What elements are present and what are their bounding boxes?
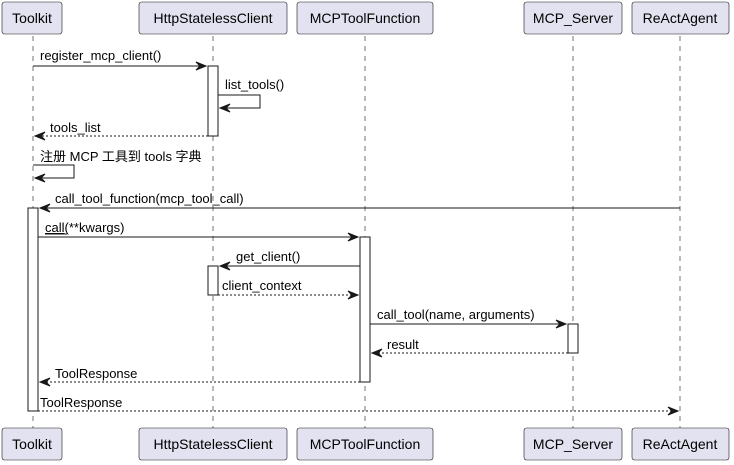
activation-httpstatelessclient-1 [207, 65, 219, 137]
participant-mcptoolfunction-top-label: MCPToolFunction [310, 10, 421, 26]
participant-reactagent-bottom-label: ReActAgent [643, 436, 718, 452]
message-call-kwargs-label-suffix: (**kwargs) [65, 220, 125, 235]
message-call-kwargs-label: call(**kwargs) [45, 220, 124, 235]
participant-httpstatelessclient-top-label: HttpStatelessClient [153, 10, 272, 26]
participant-httpstatelessclient-bottom: HttpStatelessClient [138, 427, 288, 461]
participant-mcp-server-bottom: MCP_Server [523, 427, 623, 461]
participant-toolkit-top-label: Toolkit [12, 10, 52, 26]
message-tools-list: tools_list [33, 120, 208, 141]
message-register-mcp-client-label: register_mcp_client() [40, 48, 161, 63]
participant-reactagent-top-label: ReActAgent [643, 10, 718, 26]
message-call-tool-function-label: call_tool_function(mcp_tool_call) [55, 191, 244, 206]
participant-reactagent-bottom: ReActAgent [631, 427, 730, 461]
participant-mcp-server-top-label: MCP_Server [533, 10, 613, 26]
activation-mcp-server [567, 323, 579, 354]
participant-mcptoolfunction-bottom: MCPToolFunction [296, 427, 434, 461]
message-call-tool-function: call_tool_function(mcp_tool_call) [38, 191, 680, 213]
message-toolresponse-to-toolkit-label: ToolResponse [55, 366, 137, 381]
message-call-tool: call_tool(name, arguments) [370, 307, 568, 329]
participant-reactagent-top: ReActAgent [631, 1, 730, 35]
message-register-tools-dict: 注册 MCP 工具到 tools 字典 [33, 149, 202, 183]
message-register-mcp-client: register_mcp_client() [33, 48, 208, 71]
participant-httpstatelessclient-bottom-label: HttpStatelessClient [153, 436, 272, 452]
participant-mcp-server-bottom-label: MCP_Server [533, 436, 613, 452]
message-toolresponse-to-agent: ToolResponse [38, 395, 680, 416]
message-list-tools-label: list_tools() [225, 77, 284, 92]
message-client-context-label: client_context [222, 278, 302, 293]
activation-toolkit [27, 207, 39, 412]
participant-mcptoolfunction-bottom-label: MCPToolFunction [310, 436, 421, 452]
message-get-client: get_client() [218, 249, 360, 271]
message-client-context: client_context [218, 278, 360, 300]
participant-mcptoolfunction-top: MCPToolFunction [296, 1, 434, 35]
message-call-kwargs: call(**kwargs) [38, 220, 360, 242]
message-toolresponse-to-agent-label: ToolResponse [40, 395, 122, 410]
message-call-tool-label: call_tool(name, arguments) [377, 307, 535, 322]
message-register-tools-dict-label: 注册 MCP 工具到 tools 字典 [40, 149, 202, 164]
message-toolresponse-to-toolkit: ToolResponse [38, 366, 360, 387]
participant-mcp-server-top: MCP_Server [523, 1, 623, 35]
message-list-tools: list_tools() [218, 77, 284, 113]
message-result-label: result [387, 337, 419, 352]
participant-httpstatelessclient-top: HttpStatelessClient [138, 1, 288, 35]
message-get-client-label: get_client() [236, 249, 300, 264]
activation-httpstatelessclient-2 [207, 265, 219, 296]
message-call-kwargs-label-prefix: call [45, 220, 65, 235]
message-result: result [370, 337, 568, 358]
participant-toolkit-top: Toolkit [1, 1, 63, 35]
participant-toolkit-bottom-label: Toolkit [12, 436, 52, 452]
activation-mcptoolfunction [359, 236, 371, 383]
message-tools-list-label: tools_list [50, 120, 101, 135]
participant-toolkit-bottom: Toolkit [1, 427, 63, 461]
